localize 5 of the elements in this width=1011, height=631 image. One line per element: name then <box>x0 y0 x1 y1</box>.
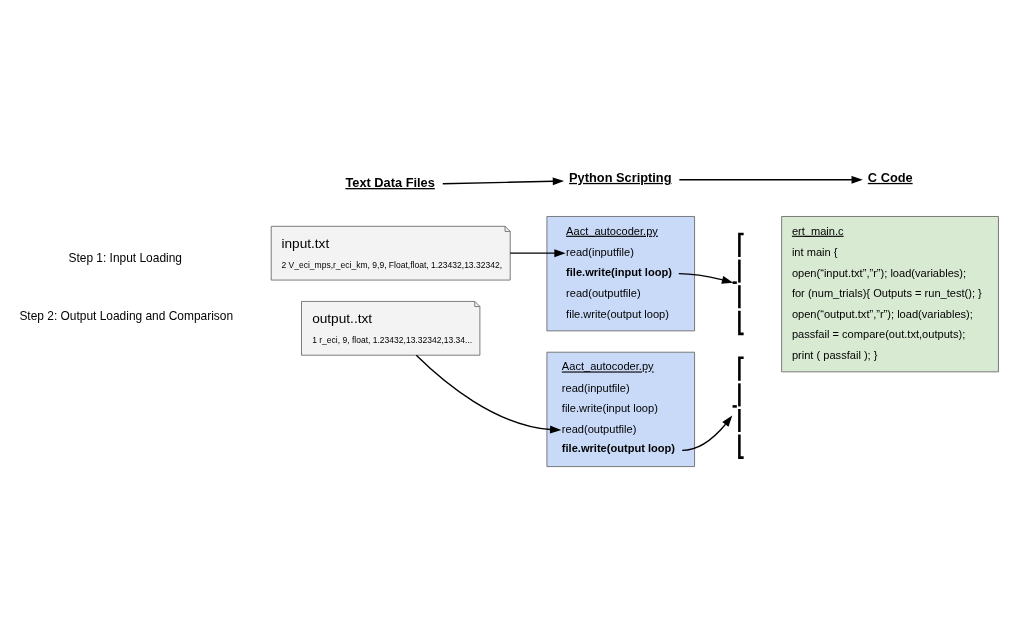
node-text: C Code <box>867 169 913 185</box>
node-text: Python Scripting <box>569 169 672 185</box>
label: Step 1: Input Loading <box>68 251 182 266</box>
node-text: Text Data Files <box>345 175 435 191</box>
label: Step 2: Output Loading and Comparison <box>19 309 234 324</box>
